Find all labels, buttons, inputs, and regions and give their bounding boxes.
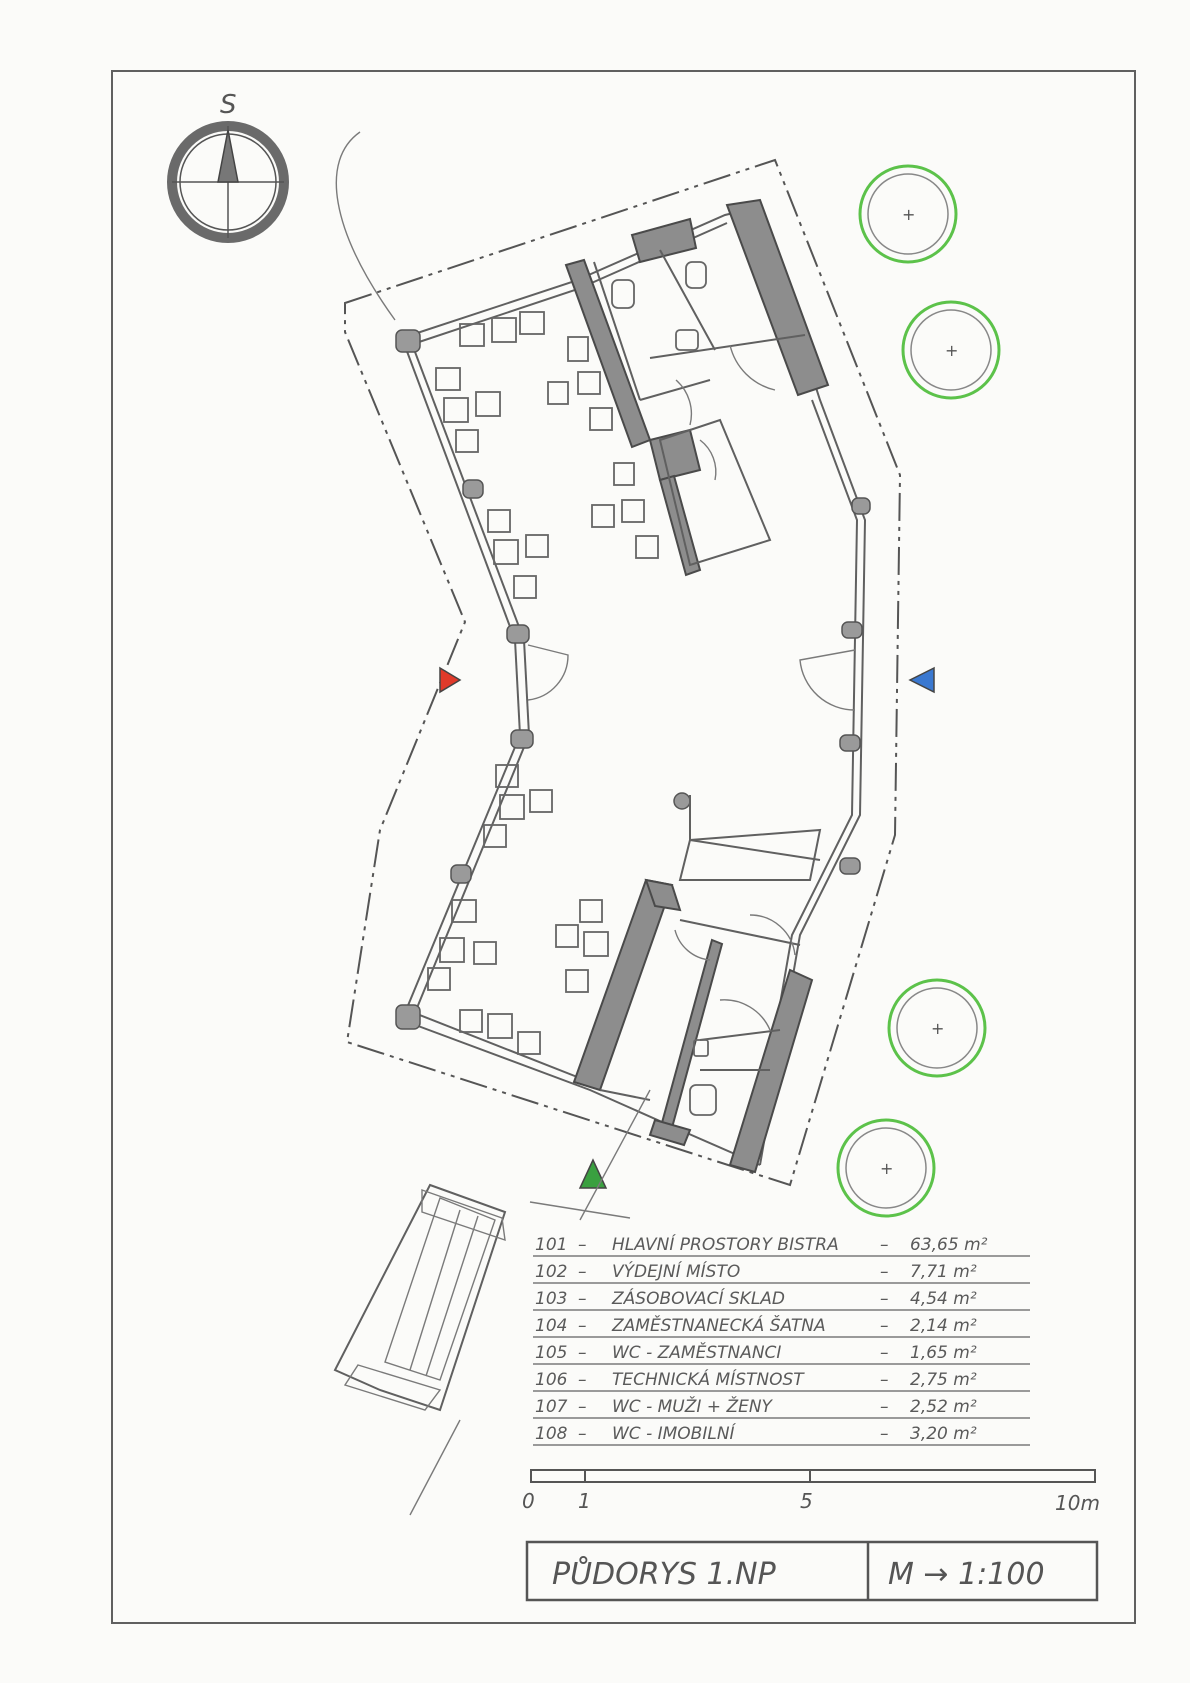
legend-room-area: 1,65 m²: [910, 1343, 977, 1363]
path-line: [335, 131, 396, 321]
entrance-door-west: [527, 644, 569, 701]
svg-text:–: –: [880, 1235, 889, 1255]
svg-text:+: +: [902, 205, 915, 224]
car-icon: [333, 1183, 507, 1412]
legend-room-number: 106: [535, 1370, 568, 1390]
legend-row: 103 – ZÁSOBOVACÍ SKLAD – 4,54 m²: [535, 1287, 977, 1309]
tree-icon: +: [887, 978, 987, 1078]
svg-text:–: –: [880, 1397, 889, 1417]
tree-icon: +: [901, 300, 1001, 400]
legend-row: 108 – WC - IMOBILNÍ – 3,20 m²: [535, 1422, 977, 1444]
scale-bar: 0 1 5 10m: [522, 1469, 1100, 1515]
columns: [395, 329, 871, 1030]
approach-line: [529, 1201, 631, 1219]
legend-room-number: 103: [535, 1289, 567, 1309]
approach-line: [409, 1419, 461, 1516]
svg-text:+: +: [945, 341, 958, 360]
svg-text:–: –: [880, 1370, 889, 1390]
tree-icon: +: [858, 164, 958, 264]
seating-furniture: [427, 311, 659, 1055]
site-boundary: [344, 158, 902, 1187]
service-block-lower: [572, 795, 822, 1174]
svg-text:–: –: [578, 1316, 587, 1336]
svg-text:–: –: [880, 1343, 889, 1363]
compass-label: S: [220, 90, 237, 120]
legend-room-number: 102: [535, 1262, 567, 1282]
legend-room-area: 7,71 m²: [910, 1262, 977, 1282]
legend-room-name: ZÁSOBOVACÍ SKLAD: [611, 1287, 785, 1309]
drawing-title: PŮDORYS 1.NP: [552, 1555, 777, 1592]
svg-text:–: –: [578, 1235, 587, 1255]
legend-room-area: 63,65 m²: [910, 1235, 988, 1255]
legend-row: 101 – HLAVNÍ PROSTORY BISTRA – 63,65 m²: [535, 1233, 988, 1255]
legend-room-name: WC - ZAMĚSTNANCI: [612, 1341, 781, 1363]
drawing-scale: M → 1:100: [888, 1557, 1045, 1592]
legend-room-name: VÝDEJNÍ MÍSTO: [612, 1260, 740, 1282]
legend-room-area: 2,14 m²: [910, 1316, 977, 1336]
legend-row: 107 – WC - MUŽI + ŽENY – 2,52 m²: [535, 1395, 977, 1417]
legend-room-name: TECHNICKÁ MÍSTNOST: [612, 1368, 805, 1390]
tree-icon: +: [836, 1118, 936, 1218]
entrance-door-east: [799, 649, 856, 711]
legend-room-number: 107: [535, 1397, 568, 1417]
legend-room-number: 104: [535, 1316, 567, 1336]
svg-text:–: –: [578, 1262, 587, 1282]
svg-text:+: +: [880, 1159, 893, 1178]
legend-room-area: 4,54 m²: [910, 1289, 977, 1309]
legend-room-area: 3,20 m²: [910, 1424, 977, 1444]
svg-text:–: –: [578, 1343, 587, 1363]
legend-room-number: 105: [535, 1343, 567, 1363]
title-block: PŮDORYS 1.NP M → 1:100: [525, 1540, 1099, 1602]
svg-text:–: –: [578, 1370, 587, 1390]
legend-row: 102 – VÝDEJNÍ MÍSTO – 7,71 m²: [535, 1260, 977, 1282]
legend-room-name: ZAMĚSTNANECKÁ ŠATNA: [611, 1314, 826, 1336]
scale-tick-label: 0: [522, 1489, 535, 1513]
legend-row: 104 – ZAMĚSTNANECKÁ ŠATNA – 2,14 m²: [535, 1314, 977, 1336]
legend-room-name: WC - IMOBILNÍ: [612, 1422, 737, 1444]
scale-tick-label: 1: [578, 1489, 591, 1513]
svg-text:–: –: [578, 1424, 587, 1444]
sheet-frame: [111, 70, 1136, 1624]
svg-text:–: –: [880, 1289, 889, 1309]
legend-row: 106 – TECHNICKÁ MÍSTNOST – 2,75 m²: [535, 1368, 977, 1390]
service-block-upper: [564, 198, 830, 577]
svg-text:–: –: [880, 1424, 889, 1444]
legend-room-number: 101: [535, 1235, 567, 1255]
svg-text:+: +: [931, 1019, 944, 1038]
legend-room-name: HLAVNÍ PROSTORY BISTRA: [612, 1233, 839, 1255]
legend-room-area: 2,52 m²: [910, 1397, 977, 1417]
approach-line: [579, 1089, 651, 1221]
legend-room-area: 2,75 m²: [910, 1370, 977, 1390]
legend-row: 105 – WC - ZAMĚSTNANCI – 1,65 m²: [535, 1341, 977, 1363]
legend-room-number: 108: [535, 1424, 568, 1444]
compass-icon: [167, 121, 289, 243]
svg-text:–: –: [880, 1316, 889, 1336]
scale-tick-label: 5: [800, 1489, 813, 1513]
entrance-marker-red: [439, 666, 462, 694]
svg-text:–: –: [578, 1397, 587, 1417]
legend-room-name: WC - MUŽI + ŽENY: [612, 1395, 774, 1417]
svg-text:–: –: [578, 1289, 587, 1309]
entrance-marker-green: [578, 1158, 608, 1189]
entrance-marker-blue: [908, 666, 935, 694]
legend-table-lines: [533, 1255, 1030, 1446]
svg-text:–: –: [880, 1262, 889, 1282]
scale-tick-label: 10m: [1055, 1491, 1100, 1515]
